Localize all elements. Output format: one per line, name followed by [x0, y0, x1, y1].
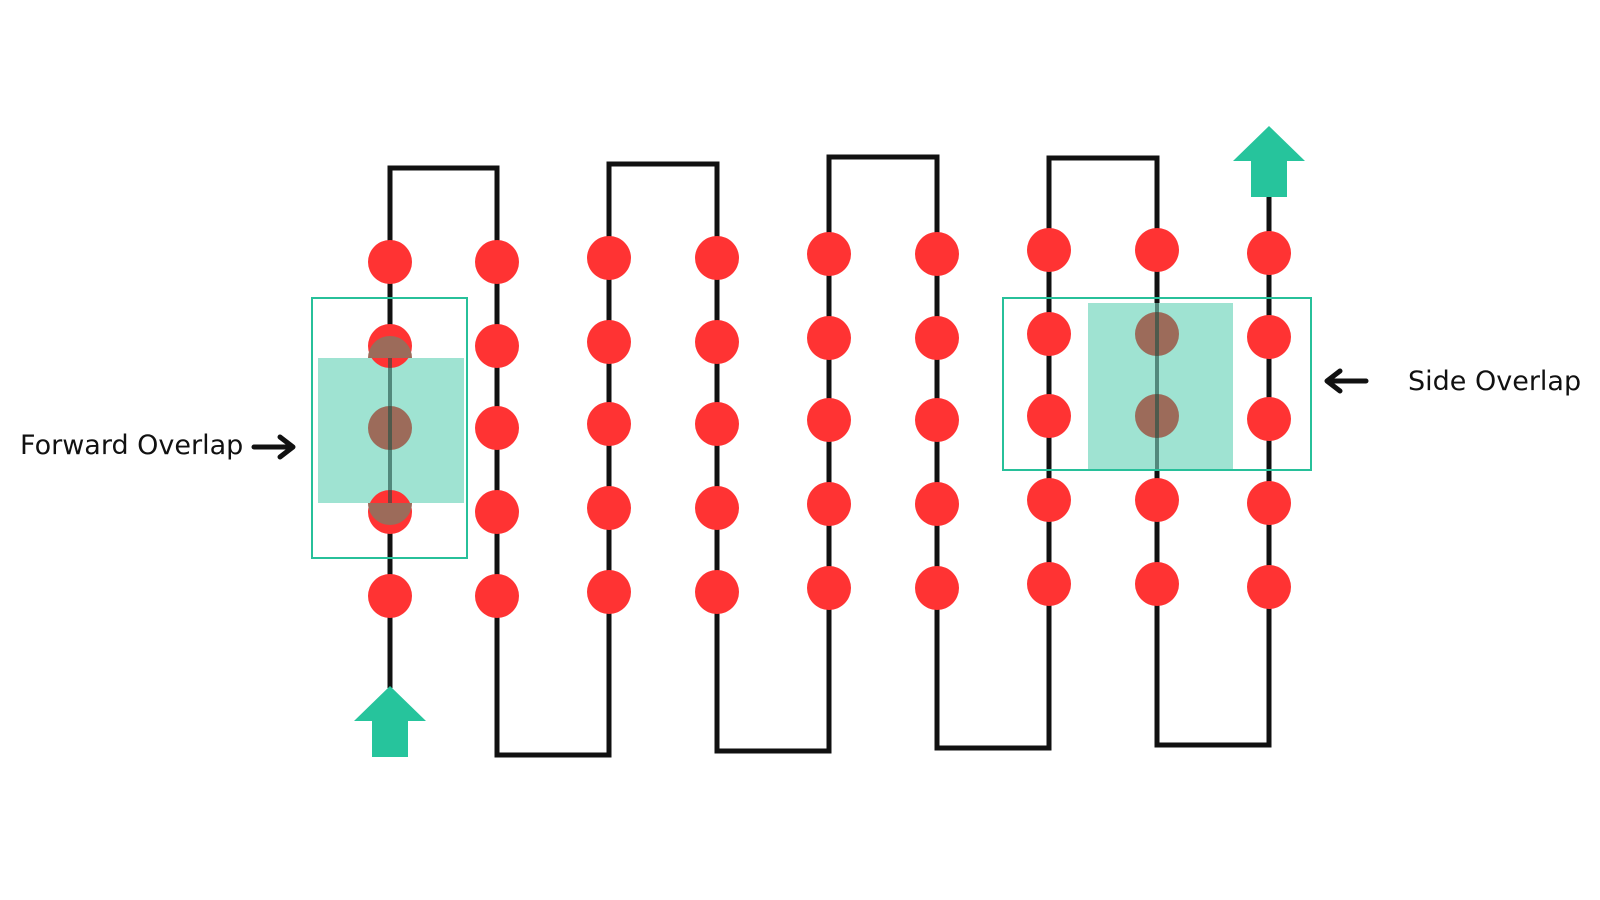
waypoint [1247, 397, 1291, 441]
direction-arrows [354, 126, 1305, 757]
waypoint [915, 482, 959, 526]
partial-overlap-waypoint-bottom [368, 503, 412, 525]
waypoint [587, 486, 631, 530]
arrow-left-icon-head [1324, 368, 1343, 394]
waypoint [915, 316, 959, 360]
start-arrow-up-icon [354, 686, 426, 757]
waypoint [587, 320, 631, 364]
arrow-right-icon-head [277, 434, 296, 460]
waypoint [475, 324, 519, 368]
waypoint [807, 398, 851, 442]
waypoint [807, 566, 851, 610]
waypoint [695, 236, 739, 280]
waypoint [1247, 231, 1291, 275]
waypoint [475, 490, 519, 534]
waypoint [1027, 394, 1071, 438]
waypoint [1135, 228, 1179, 272]
waypoints [368, 228, 1291, 618]
waypoint [695, 486, 739, 530]
forward-overlap-frame [311, 297, 468, 559]
waypoint [695, 402, 739, 446]
partial-overlap-waypoint-top [368, 336, 412, 358]
waypoint [475, 406, 519, 450]
side-overlap-frame [1002, 297, 1312, 471]
waypoint [695, 570, 739, 614]
waypoint [1027, 562, 1071, 606]
waypoint [807, 316, 851, 360]
overlap-frames [311, 297, 1312, 559]
waypoint [587, 402, 631, 446]
waypoint [368, 574, 412, 618]
waypoint [1247, 315, 1291, 359]
waypoint [1027, 312, 1071, 356]
waypoint [807, 482, 851, 526]
side-overlap-label: Side Overlap [1408, 366, 1582, 397]
waypoint [1027, 478, 1071, 522]
waypoint [475, 574, 519, 618]
label-pointers [251, 368, 1369, 460]
waypoint [475, 240, 519, 284]
waypoint [1247, 565, 1291, 609]
waypoint [1135, 478, 1179, 522]
overlap-fills [318, 303, 1233, 503]
waypoint [695, 320, 739, 364]
waypoint [368, 240, 412, 284]
waypoint [1027, 228, 1071, 272]
waypoint [807, 232, 851, 276]
waypoint [1135, 562, 1179, 606]
waypoint [587, 570, 631, 614]
forward-overlap-label: Forward Overlap [20, 430, 244, 461]
waypoint [915, 398, 959, 442]
waypoint [915, 566, 959, 610]
waypoint [915, 232, 959, 276]
end-arrow-up-icon [1233, 126, 1305, 197]
waypoint [1247, 481, 1291, 525]
waypoint [587, 236, 631, 280]
